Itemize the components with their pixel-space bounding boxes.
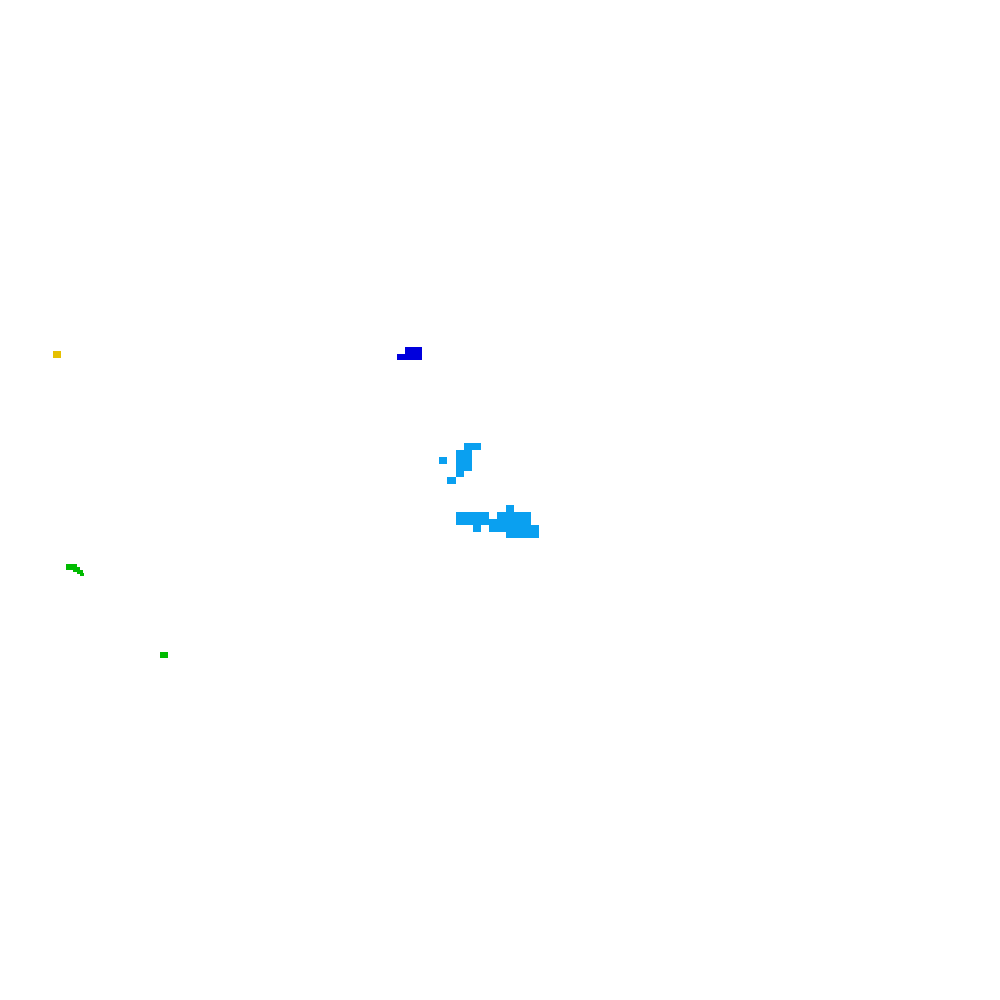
yellow-patch	[53, 351, 61, 358]
green-hook	[66, 564, 84, 576]
light-blue-cluster-lower	[456, 505, 539, 538]
light-blue-cluster-upper	[439, 443, 481, 484]
dark-blue-patch	[397, 347, 422, 360]
green-dot	[160, 652, 168, 658]
